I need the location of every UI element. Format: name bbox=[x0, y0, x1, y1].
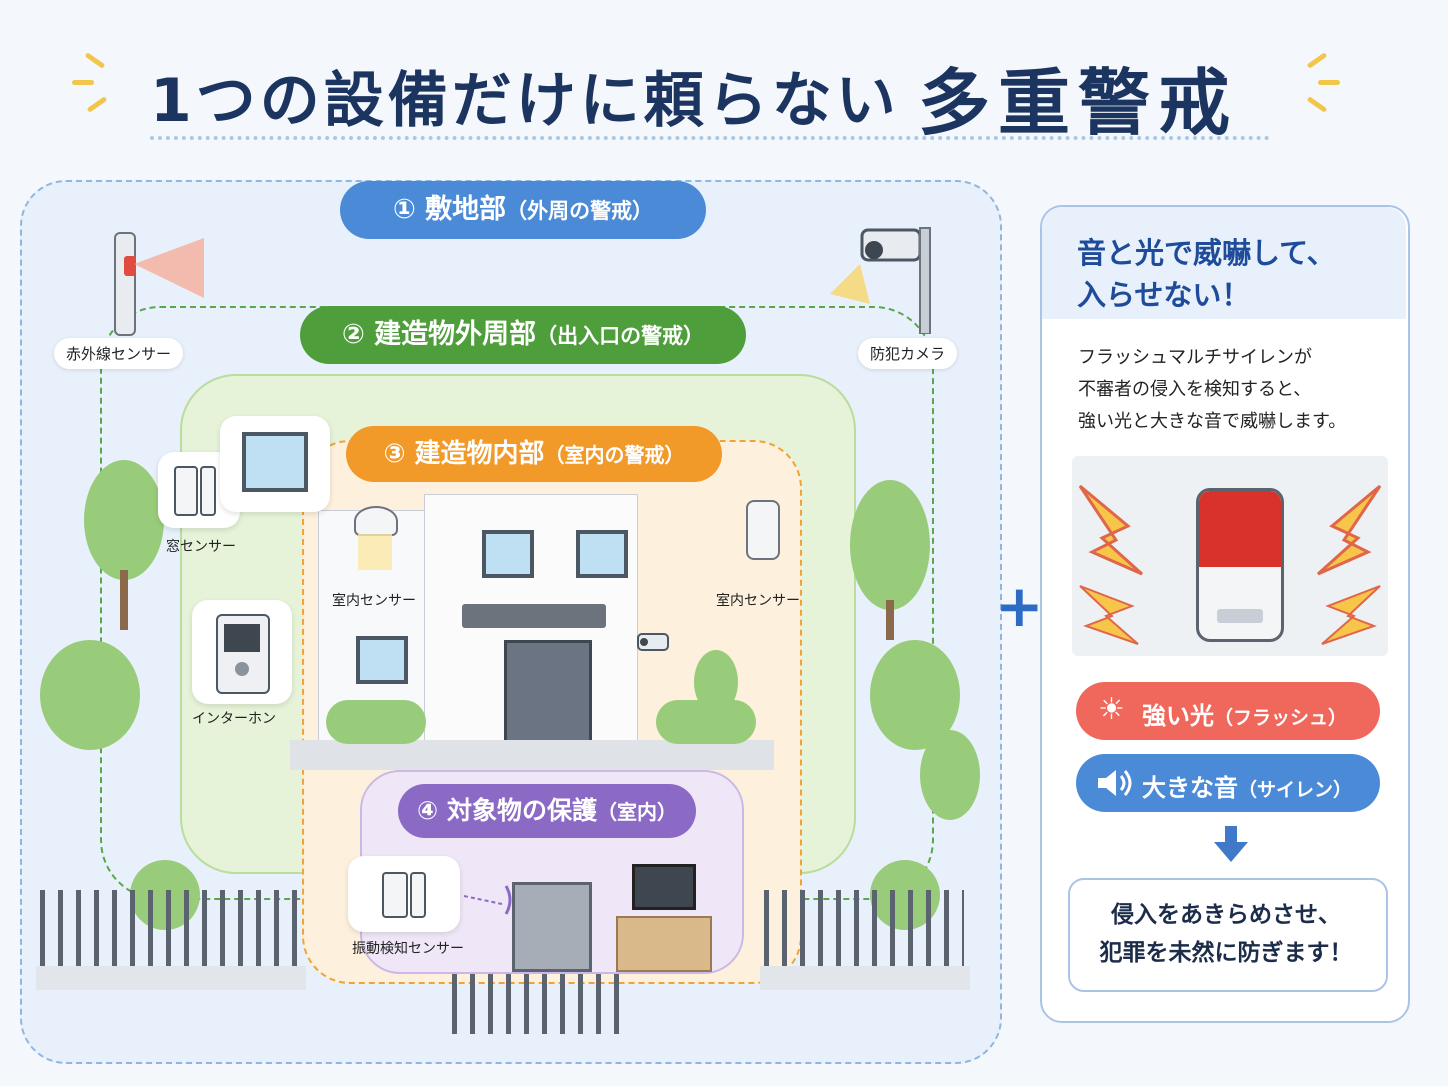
window-icon bbox=[242, 432, 308, 492]
siren-title-line: 入らせない！ bbox=[1077, 278, 1251, 312]
tv-screen bbox=[632, 864, 696, 910]
flash-siren-icon bbox=[1196, 488, 1284, 642]
ground-steps bbox=[290, 740, 774, 770]
siren-description-line: 強い光と大きな音で威嚇します。 bbox=[1078, 411, 1347, 432]
siren-panel-title: 音と光で威嚇して、 入らせない！ bbox=[1077, 232, 1397, 316]
feature-flash: ☀ 強い光（フラッシュ） bbox=[1076, 682, 1380, 740]
intercom-screen bbox=[224, 624, 260, 652]
siren-title-line: 音と光で威嚇して、 bbox=[1077, 236, 1336, 270]
zone-label-site: ① 敷地部（外周の警戒） bbox=[340, 181, 706, 239]
intercom-button bbox=[235, 662, 249, 676]
tree-trunk bbox=[120, 570, 128, 630]
lightning-icon bbox=[1078, 484, 1382, 645]
hedge bbox=[326, 700, 426, 744]
speaker-icon bbox=[1098, 770, 1132, 796]
plus-icon: + bbox=[995, 572, 1044, 640]
fence bbox=[764, 890, 964, 970]
window-sensor-label: 窓センサー bbox=[166, 539, 236, 555]
fence bbox=[40, 890, 300, 970]
tree-illustration bbox=[84, 460, 164, 580]
ceiling-sensor-icon bbox=[354, 506, 398, 536]
feature-siren: 大きな音（サイレン） bbox=[1076, 754, 1380, 812]
gate bbox=[452, 974, 632, 1034]
entrance-canopy bbox=[462, 604, 606, 628]
arrow-down-icon bbox=[1214, 826, 1248, 862]
entrance-door bbox=[504, 640, 592, 752]
tree-illustration bbox=[694, 650, 738, 714]
sparkle-icon bbox=[1318, 80, 1340, 85]
result-text: 侵入をあきらめさせ、 犯罪を未然に防ぎます！ bbox=[1068, 896, 1384, 972]
tree-trunk bbox=[886, 600, 894, 640]
sparkle-icon bbox=[86, 96, 108, 113]
sparkle-icon bbox=[84, 52, 106, 69]
window bbox=[356, 636, 408, 684]
indoor-sensor-left-label: 室内センサー bbox=[332, 593, 416, 609]
siren-description: フラッシュマルチサイレンが 不審者の侵入を検知すると、 強い光と大きな音で威嚇し… bbox=[1078, 342, 1398, 438]
page-title-emphasis: 多重警戒 bbox=[918, 61, 1239, 145]
tree-illustration bbox=[850, 480, 930, 610]
vibration-icon bbox=[463, 885, 512, 915]
siren-description-line: 不審者の侵入を検知すると、 bbox=[1078, 379, 1312, 400]
result-line: 侵入をあきらめさせ、 bbox=[1111, 902, 1341, 928]
indoor-sensor-right-label: 室内センサー bbox=[716, 593, 800, 609]
window bbox=[576, 530, 628, 578]
window-card bbox=[220, 416, 330, 512]
window-sensor-icon bbox=[174, 466, 198, 516]
tree-illustration bbox=[920, 730, 980, 820]
zone-label-asset: ④ 対象物の保護（室内） bbox=[398, 784, 696, 838]
security-camera-icon bbox=[830, 227, 931, 334]
camera-label: 防犯カメラ bbox=[858, 338, 958, 369]
light-beam bbox=[358, 534, 392, 570]
result-line: 犯罪を未然に防ぎます！ bbox=[1099, 940, 1353, 966]
siren-speaker bbox=[1217, 609, 1263, 623]
title-divider bbox=[150, 136, 1270, 140]
infrared-sensor-icon bbox=[124, 256, 136, 276]
entrance-camera-icon bbox=[637, 633, 669, 651]
tree-illustration bbox=[40, 640, 140, 750]
siren-red-light bbox=[1199, 491, 1281, 567]
safe-cabinet bbox=[512, 882, 592, 972]
sparkle-icon bbox=[1306, 52, 1328, 69]
zone-label-perimeter: ② 建造物外周部（出入口の警戒） bbox=[300, 306, 746, 364]
vibration-sensor-icon bbox=[382, 872, 408, 918]
window-sensor-magnet-icon bbox=[200, 466, 216, 516]
sparkle-icon bbox=[72, 80, 94, 85]
intercom-card bbox=[192, 600, 292, 704]
window bbox=[482, 530, 534, 578]
intercom-icon bbox=[216, 614, 270, 694]
infrared-beam-icon bbox=[134, 238, 204, 298]
fence-base bbox=[760, 966, 970, 990]
fence-base bbox=[36, 966, 306, 990]
infrared-sensor-label: 赤外線センサー bbox=[54, 338, 184, 369]
vibration-sensor-magnet-icon bbox=[410, 872, 426, 918]
zone-label-interior: ③ 建造物内部（室内の警戒） bbox=[346, 426, 722, 482]
wooden-desk bbox=[616, 916, 712, 972]
infrared-sensor-pole bbox=[114, 232, 136, 336]
result-box bbox=[1068, 878, 1388, 992]
vibration-sensor-label: 振動検知センサー bbox=[352, 941, 464, 957]
siren-description-line: フラッシュマルチサイレンが bbox=[1078, 347, 1312, 368]
intercom-label: インターホン bbox=[192, 711, 276, 727]
vibration-sensor-card bbox=[348, 856, 460, 932]
page-title: 1つの設備だけに頼らない bbox=[150, 66, 900, 136]
sun-icon: ☀ bbox=[1098, 692, 1125, 727]
sparkle-icon bbox=[1306, 96, 1328, 113]
siren-panel-header bbox=[1042, 207, 1406, 319]
motion-sensor-icon bbox=[746, 500, 780, 560]
